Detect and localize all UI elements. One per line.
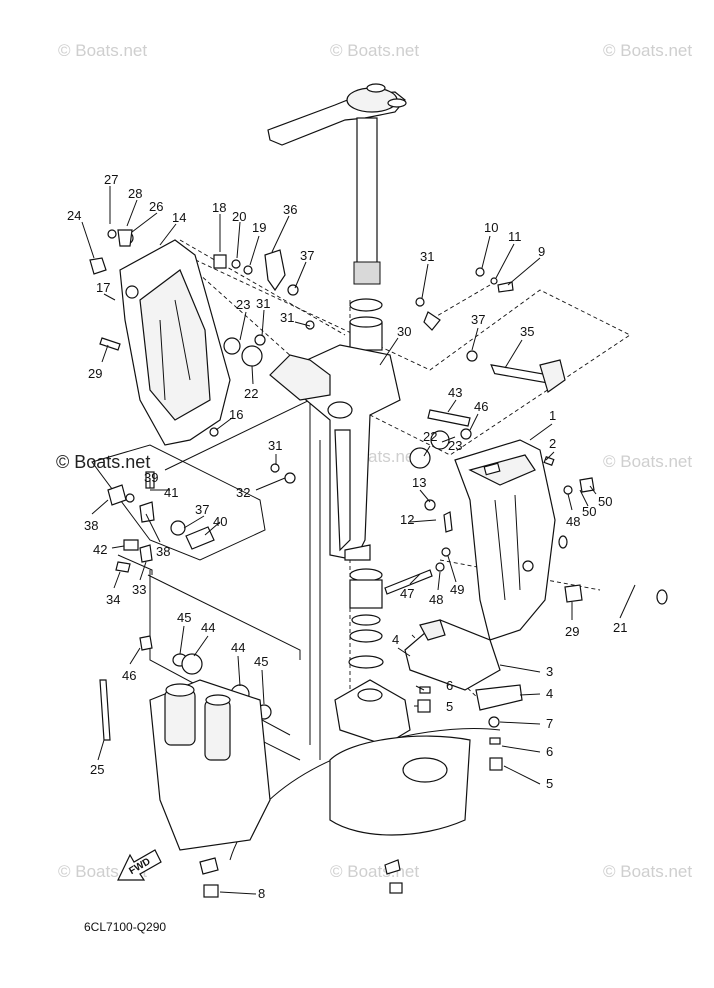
callout-45-right: 45 <box>254 654 268 669</box>
callout-22-right: 22 <box>423 429 437 444</box>
callout-19: 19 <box>252 220 266 235</box>
callout-2: 2 <box>549 436 556 451</box>
callout-39: 39 <box>144 470 158 485</box>
callout-36: 36 <box>283 202 297 217</box>
tilt-trim-unit <box>149 679 271 851</box>
callout-48-right: 48 <box>566 514 580 529</box>
leader-lines <box>81 186 636 895</box>
callout-22-left: 22 <box>244 386 258 401</box>
callout-32: 32 <box>236 485 250 500</box>
through-tube <box>558 535 668 605</box>
callout-14: 14 <box>172 210 186 225</box>
callout-6-upper: 6 <box>446 678 453 693</box>
callout-12: 12 <box>400 512 414 527</box>
callout-3: 3 <box>546 664 553 679</box>
callout-41: 41 <box>164 485 178 500</box>
callout-38-right: 38 <box>156 544 170 559</box>
callout-42: 42 <box>93 542 107 557</box>
lower-mount <box>329 679 471 836</box>
watermark-prominent: © Boats.net <box>56 452 150 472</box>
callout-18: 18 <box>212 200 226 215</box>
callout-31-left: 31 <box>256 296 270 311</box>
callout-4-lower: 4 <box>546 686 553 701</box>
callout-5-upper: 5 <box>446 699 453 714</box>
callout-48-lower: 48 <box>429 592 443 607</box>
steering-arm <box>267 83 407 285</box>
callout-6-lower: 6 <box>546 744 553 759</box>
callout-7: 7 <box>546 716 553 731</box>
callout-46-top: 46 <box>474 399 488 414</box>
callout-37-top: 37 <box>300 248 314 263</box>
callout-50-left: 50 <box>582 504 596 519</box>
callout-38-left: 38 <box>84 518 98 533</box>
callout-13: 13 <box>412 475 426 490</box>
callout-29-left: 29 <box>88 366 102 381</box>
callout-16: 16 <box>229 407 243 422</box>
callout-50-right: 50 <box>598 494 612 509</box>
swivel-bracket <box>269 344 401 561</box>
callout-11: 11 <box>508 229 522 244</box>
watermark-bottom-center: © Boats.net <box>330 862 419 881</box>
callout-28: 28 <box>128 186 142 201</box>
callout-44-left: 44 <box>201 620 215 635</box>
callout-23-left: 23 <box>236 297 250 312</box>
callout-8: 8 <box>258 886 265 901</box>
callout-1: 1 <box>549 408 556 423</box>
callout-10: 10 <box>484 220 498 235</box>
watermark-top-right: © Boats.net <box>603 41 692 60</box>
callout-37-right: 37 <box>471 312 485 327</box>
callout-9: 9 <box>538 244 545 259</box>
callout-5-lower: 5 <box>546 776 553 791</box>
callout-31-lower: 31 <box>268 438 282 453</box>
callout-24: 24 <box>67 208 81 223</box>
callout-46-lower: 46 <box>122 668 136 683</box>
callout-45-left: 45 <box>177 610 191 625</box>
callout-37-lower: 37 <box>195 502 209 517</box>
callout-26: 26 <box>149 199 163 214</box>
callout-20: 20 <box>232 209 246 224</box>
callout-31-top: 31 <box>420 249 434 264</box>
callout-4-upper: 4 <box>392 632 399 647</box>
callouts: 27 28 26 24 14 18 20 19 36 10 11 9 17 37… <box>67 172 627 901</box>
callout-34: 34 <box>106 592 120 607</box>
callout-33: 33 <box>132 582 146 597</box>
callout-17: 17 <box>96 280 110 295</box>
watermark-bottom-right: © Boats.net <box>603 862 692 881</box>
diagram-code: 6CL7100-Q290 <box>84 920 166 934</box>
clamp-bracket-right <box>454 439 556 641</box>
clamp-bracket-left <box>119 239 231 446</box>
callout-29-right: 29 <box>565 624 579 639</box>
callout-27: 27 <box>104 172 118 187</box>
watermark-top-center: © Boats.net <box>330 41 419 60</box>
callout-21: 21 <box>613 620 627 635</box>
callout-25: 25 <box>90 762 104 777</box>
callout-23-right: 23 <box>448 438 462 453</box>
callout-35: 35 <box>520 324 534 339</box>
watermark-top-left: © Boats.net <box>58 41 147 60</box>
callout-31-mid: 31 <box>280 310 294 325</box>
callout-30: 30 <box>397 324 411 339</box>
callout-43: 43 <box>448 385 462 400</box>
mounting-plates <box>404 619 523 711</box>
callout-49: 49 <box>450 582 464 597</box>
watermark-middle-right: © Boats.net <box>603 452 692 471</box>
rods <box>384 359 566 595</box>
callout-44-right: 44 <box>231 640 245 655</box>
callout-40: 40 <box>213 514 227 529</box>
callout-47: 47 <box>400 586 414 601</box>
